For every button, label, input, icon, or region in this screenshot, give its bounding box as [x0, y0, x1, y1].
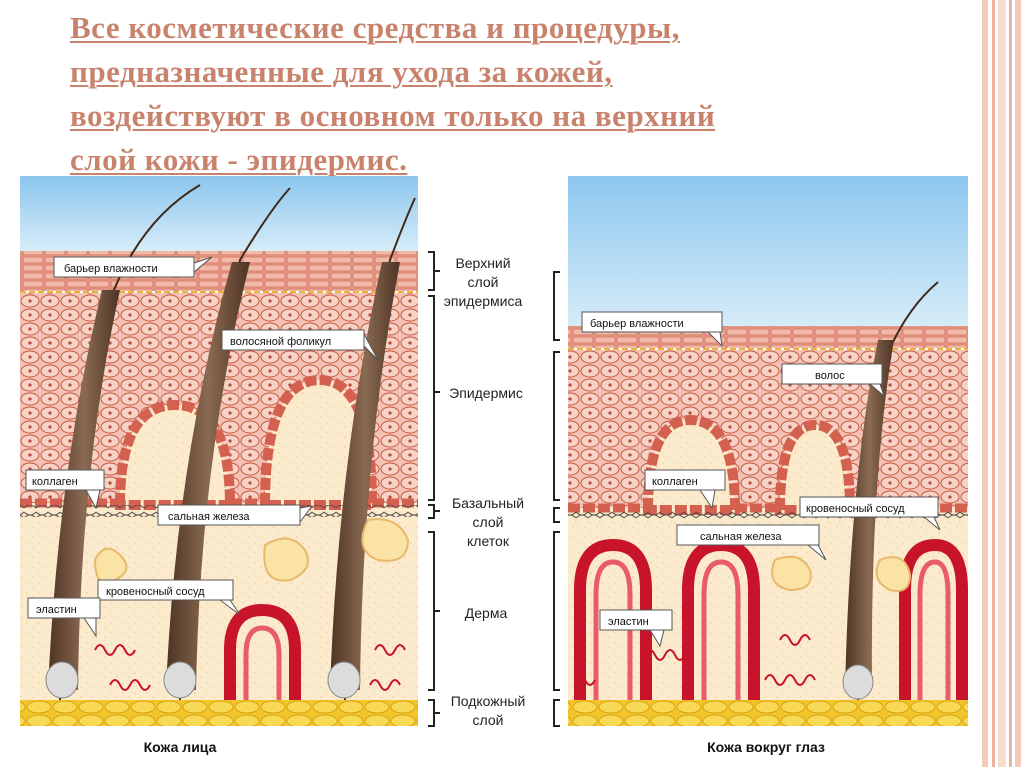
layer-label-basal-3: клеток — [467, 533, 510, 549]
callout-right-moisture-barrier-text: барьер влажности — [590, 318, 684, 330]
right-skin-cross-section — [568, 176, 968, 726]
callout-left-sebaceous-gland-text: сальная железа — [168, 511, 250, 523]
layer-label-epidermis: Эпидермис — [449, 385, 523, 401]
layer-label-upper-epidermis-3: эпидермиса — [444, 293, 523, 309]
layer-label-upper-epidermis-2: слой — [468, 274, 499, 290]
callout-right-hair-text: волос — [815, 370, 845, 382]
callout-right-sebaceous-gland-text: сальная железа — [700, 531, 782, 543]
callout-left-blood-vessel-text: кровеносный сосуд — [106, 586, 205, 598]
layer-label-dermis: Дерма — [465, 605, 508, 621]
layer-label-basal-2: слой — [473, 514, 504, 530]
layer-label-subcutaneous-2: слой — [473, 712, 504, 728]
layer-label-subcutaneous-1: Подкожный — [451, 693, 526, 709]
callout-left-moisture-barrier: барьер влажности — [54, 257, 212, 277]
callout-left-sebaceous-gland: сальная железа — [158, 505, 312, 525]
callout-right-collagen-text: коллаген — [652, 476, 698, 488]
callout-left-hair-follicle-text: волосяной фоликул — [230, 336, 331, 348]
right-panel-caption: Кожа вокруг глаз — [707, 739, 825, 755]
left-panel-caption: Кожа лица — [144, 739, 217, 755]
layer-label-upper-epidermis-1: Верхний — [455, 255, 510, 271]
callout-left-elastin-text: эластин — [36, 604, 77, 616]
layer-brackets — [428, 252, 560, 726]
callout-right-elastin-text: эластин — [608, 616, 649, 628]
left-subcutaneous-fat — [20, 700, 418, 726]
layer-label-basal-1: Базальный — [452, 495, 524, 511]
right-epidermis — [568, 350, 968, 508]
right-subcutaneous-fat — [568, 700, 968, 726]
callout-left-collagen-text: коллаген — [32, 476, 78, 488]
callout-right-blood-vessel-text: кровеносный сосуд — [806, 503, 905, 515]
right-sky-area — [568, 176, 968, 326]
callout-left-moisture-barrier-text: барьер влажности — [64, 263, 158, 275]
left-sky-area — [20, 176, 418, 251]
